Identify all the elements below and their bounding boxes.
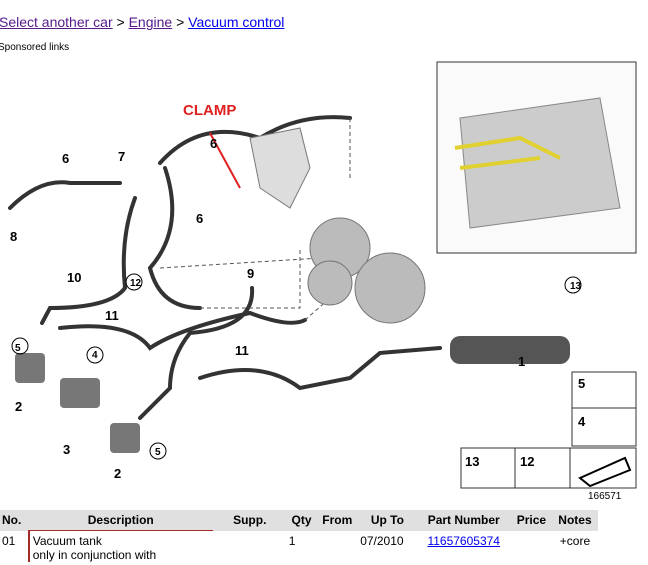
svg-text:6: 6 [62, 151, 69, 166]
col-from: From [316, 510, 359, 531]
svg-text:5: 5 [15, 343, 21, 354]
image-number: 166571 [588, 491, 622, 502]
col-price: Price [510, 510, 552, 531]
clamp-annotation: CLAMP [183, 102, 236, 119]
legend-callouts: 5 4 13 12 [465, 376, 586, 469]
col-notes: Notes [551, 510, 598, 531]
col-upto: Up To [358, 510, 417, 531]
breadcrumb-separator: > [176, 14, 185, 30]
svg-text:12: 12 [520, 454, 534, 469]
svg-text:1: 1 [518, 354, 525, 369]
svg-text:2: 2 [15, 399, 22, 414]
svg-text:12: 12 [130, 278, 142, 289]
clamp-marker [209, 132, 241, 189]
row-from [316, 531, 358, 563]
part-number-link[interactable]: 11657605374 [427, 533, 500, 548]
row-price [511, 531, 552, 563]
vacuum-tank-part [450, 336, 570, 364]
svg-text:10: 10 [67, 270, 81, 285]
breadcrumb: Select another car > Engine > Vacuum con… [0, 14, 284, 30]
row-notes: +core [559, 533, 591, 548]
svg-text:2: 2 [114, 466, 121, 481]
svg-text:13: 13 [570, 281, 582, 292]
svg-text:6: 6 [196, 211, 203, 226]
legend-parts [460, 371, 637, 489]
svg-text:4: 4 [578, 414, 586, 429]
col-no: No. [0, 510, 29, 531]
col-supp: Supp. [212, 510, 287, 531]
description-text: Vacuum tank [32, 534, 102, 548]
table-header: No. Description Supp. Qty From Up To Par… [0, 510, 598, 531]
svg-text:6: 6 [210, 136, 217, 151]
svg-text:3: 3 [63, 442, 70, 457]
row-qty: 1 [288, 533, 296, 548]
breadcrumb-select-car-link[interactable]: Select another car [0, 14, 113, 30]
sponsored-links-label: Sponsored links [0, 42, 70, 53]
svg-text:11: 11 [105, 308, 119, 323]
breadcrumb-separator: > [116, 14, 125, 30]
arrow-icon [578, 456, 632, 488]
parts-table: No. Description Supp. Qty From Up To Par… [0, 510, 598, 562]
svg-text:7: 7 [118, 149, 125, 164]
col-qty: Qty [286, 510, 317, 531]
pump-part [249, 127, 311, 209]
leader-lines [159, 118, 351, 321]
svg-text:5: 5 [155, 447, 161, 458]
breadcrumb-vacuum-control-link[interactable]: Vacuum control [188, 14, 285, 30]
row-part-number: 11657605374 [417, 531, 511, 563]
hoses [8, 115, 442, 420]
row-no: 01 [2, 533, 16, 548]
svg-text:8: 8 [10, 229, 17, 244]
svg-text:9: 9 [247, 266, 254, 281]
col-description: Description [28, 510, 213, 531]
svg-text:5: 5 [578, 376, 585, 391]
row-supp [213, 531, 287, 563]
turbocharger-part [307, 217, 426, 324]
col-part-number: Part Number [416, 510, 511, 531]
breadcrumb-engine-link[interactable]: Engine [128, 14, 173, 30]
callouts: 6 7 6 8 6 10 12 9 11 11 13 1 5 2 4 3 2 5 [10, 136, 582, 481]
parts-diagram: CLAMP 6 7 6 8 6 10 12 9 11 11 13 1 5 2 4… [8, 61, 637, 502]
svg-text:13: 13 [465, 454, 479, 469]
row-upto: 07/2010 [360, 533, 404, 548]
description-note: only in conjunction with [32, 548, 157, 562]
valves [15, 353, 140, 453]
svg-text:4: 4 [92, 350, 98, 361]
svg-text:11: 11 [235, 343, 249, 358]
